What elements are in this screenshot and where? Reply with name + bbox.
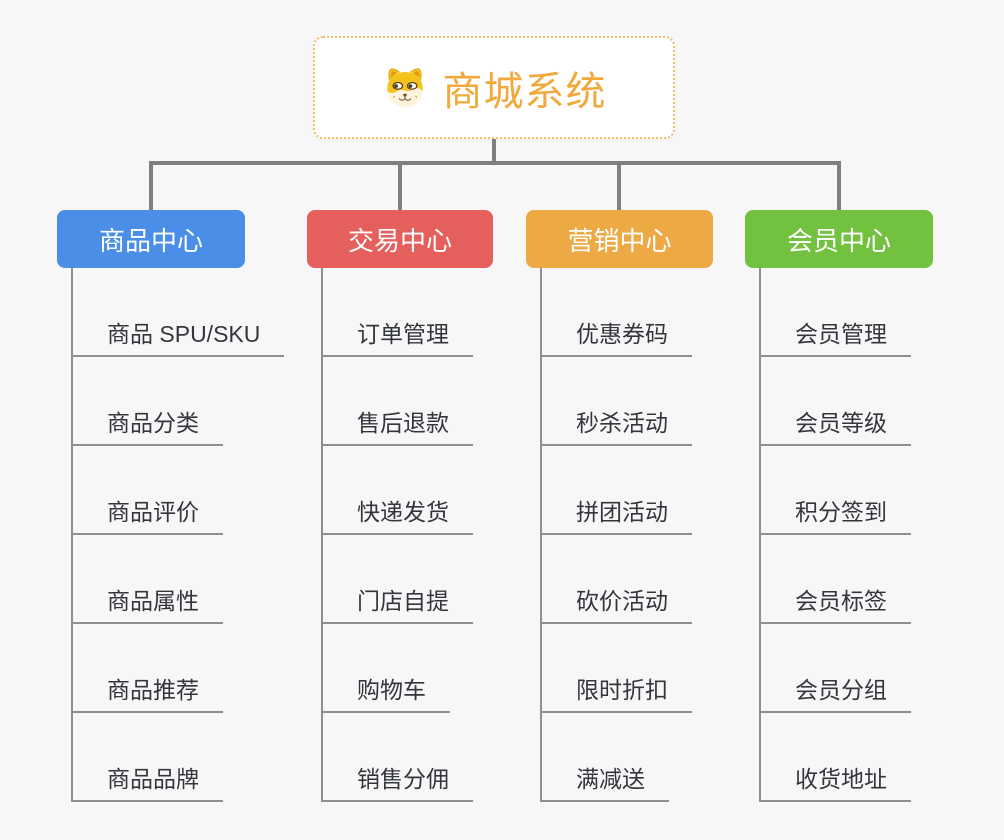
item-node[interactable]: 收货地址 (761, 765, 911, 802)
item-node[interactable]: 会员等级 (761, 409, 911, 446)
connector-rail (149, 161, 841, 165)
item-node[interactable]: 商品分类 (73, 409, 223, 446)
item-node[interactable]: 购物车 (323, 676, 450, 713)
item-node[interactable]: 商品属性 (73, 587, 223, 624)
branch-children-member-center: 会员管理 会员等级 积分签到 会员标签 会员分组 收货地址 (759, 268, 911, 802)
connector-drop (149, 161, 153, 210)
branch-member-center[interactable]: 会员中心 (745, 210, 933, 268)
item-node[interactable]: 订单管理 (323, 320, 473, 357)
item-node[interactable]: 优惠券码 (542, 320, 692, 357)
root-title: 商城系统 (442, 69, 607, 114)
item-node[interactable]: 会员管理 (761, 320, 911, 357)
item-node[interactable]: 售后退款 (323, 409, 473, 446)
item-node[interactable]: 拼团活动 (542, 498, 692, 535)
item-node[interactable]: 商品品牌 (73, 765, 223, 802)
branch-children-marketing-center: 优惠券码 秒杀活动 拼团活动 砍价活动 限时折扣 满减送 (540, 268, 692, 802)
connector-drop (398, 161, 402, 210)
item-node[interactable]: 门店自提 (323, 587, 473, 624)
branch-children-trade-center: 订单管理 售后退款 快递发货 门店自提 购物车 销售分佣 (321, 268, 473, 802)
branch-children-product-center: 商品 SPU/SKU 商品分类 商品评价 商品属性 商品推荐 商品品牌 (71, 268, 285, 802)
root-connector-stub (492, 139, 496, 165)
item-node[interactable]: 积分签到 (761, 498, 911, 535)
item-node[interactable]: 砍价活动 (542, 587, 692, 624)
item-node[interactable]: 限时折扣 (542, 676, 692, 713)
item-node[interactable]: 商品推荐 (73, 676, 223, 713)
root-node[interactable]: 商城系统 (313, 36, 675, 139)
item-node[interactable]: 满减送 (542, 765, 669, 802)
connector-drop (837, 161, 841, 210)
branch-trade-center[interactable]: 交易中心 (307, 210, 493, 268)
item-node[interactable]: 会员分组 (761, 676, 911, 713)
item-node[interactable]: 秒杀活动 (542, 409, 692, 446)
branch-product-center[interactable]: 商品中心 (57, 210, 245, 268)
branch-marketing-center[interactable]: 营销中心 (526, 210, 713, 268)
item-node[interactable]: 商品 SPU/SKU (73, 320, 285, 357)
item-node[interactable]: 商品评价 (73, 498, 223, 535)
dog-face-icon (386, 67, 423, 107)
item-node[interactable]: 会员标签 (761, 587, 911, 624)
connector-drop (617, 161, 621, 210)
item-node[interactable]: 销售分佣 (323, 765, 473, 802)
item-node[interactable]: 快递发货 (323, 498, 473, 535)
